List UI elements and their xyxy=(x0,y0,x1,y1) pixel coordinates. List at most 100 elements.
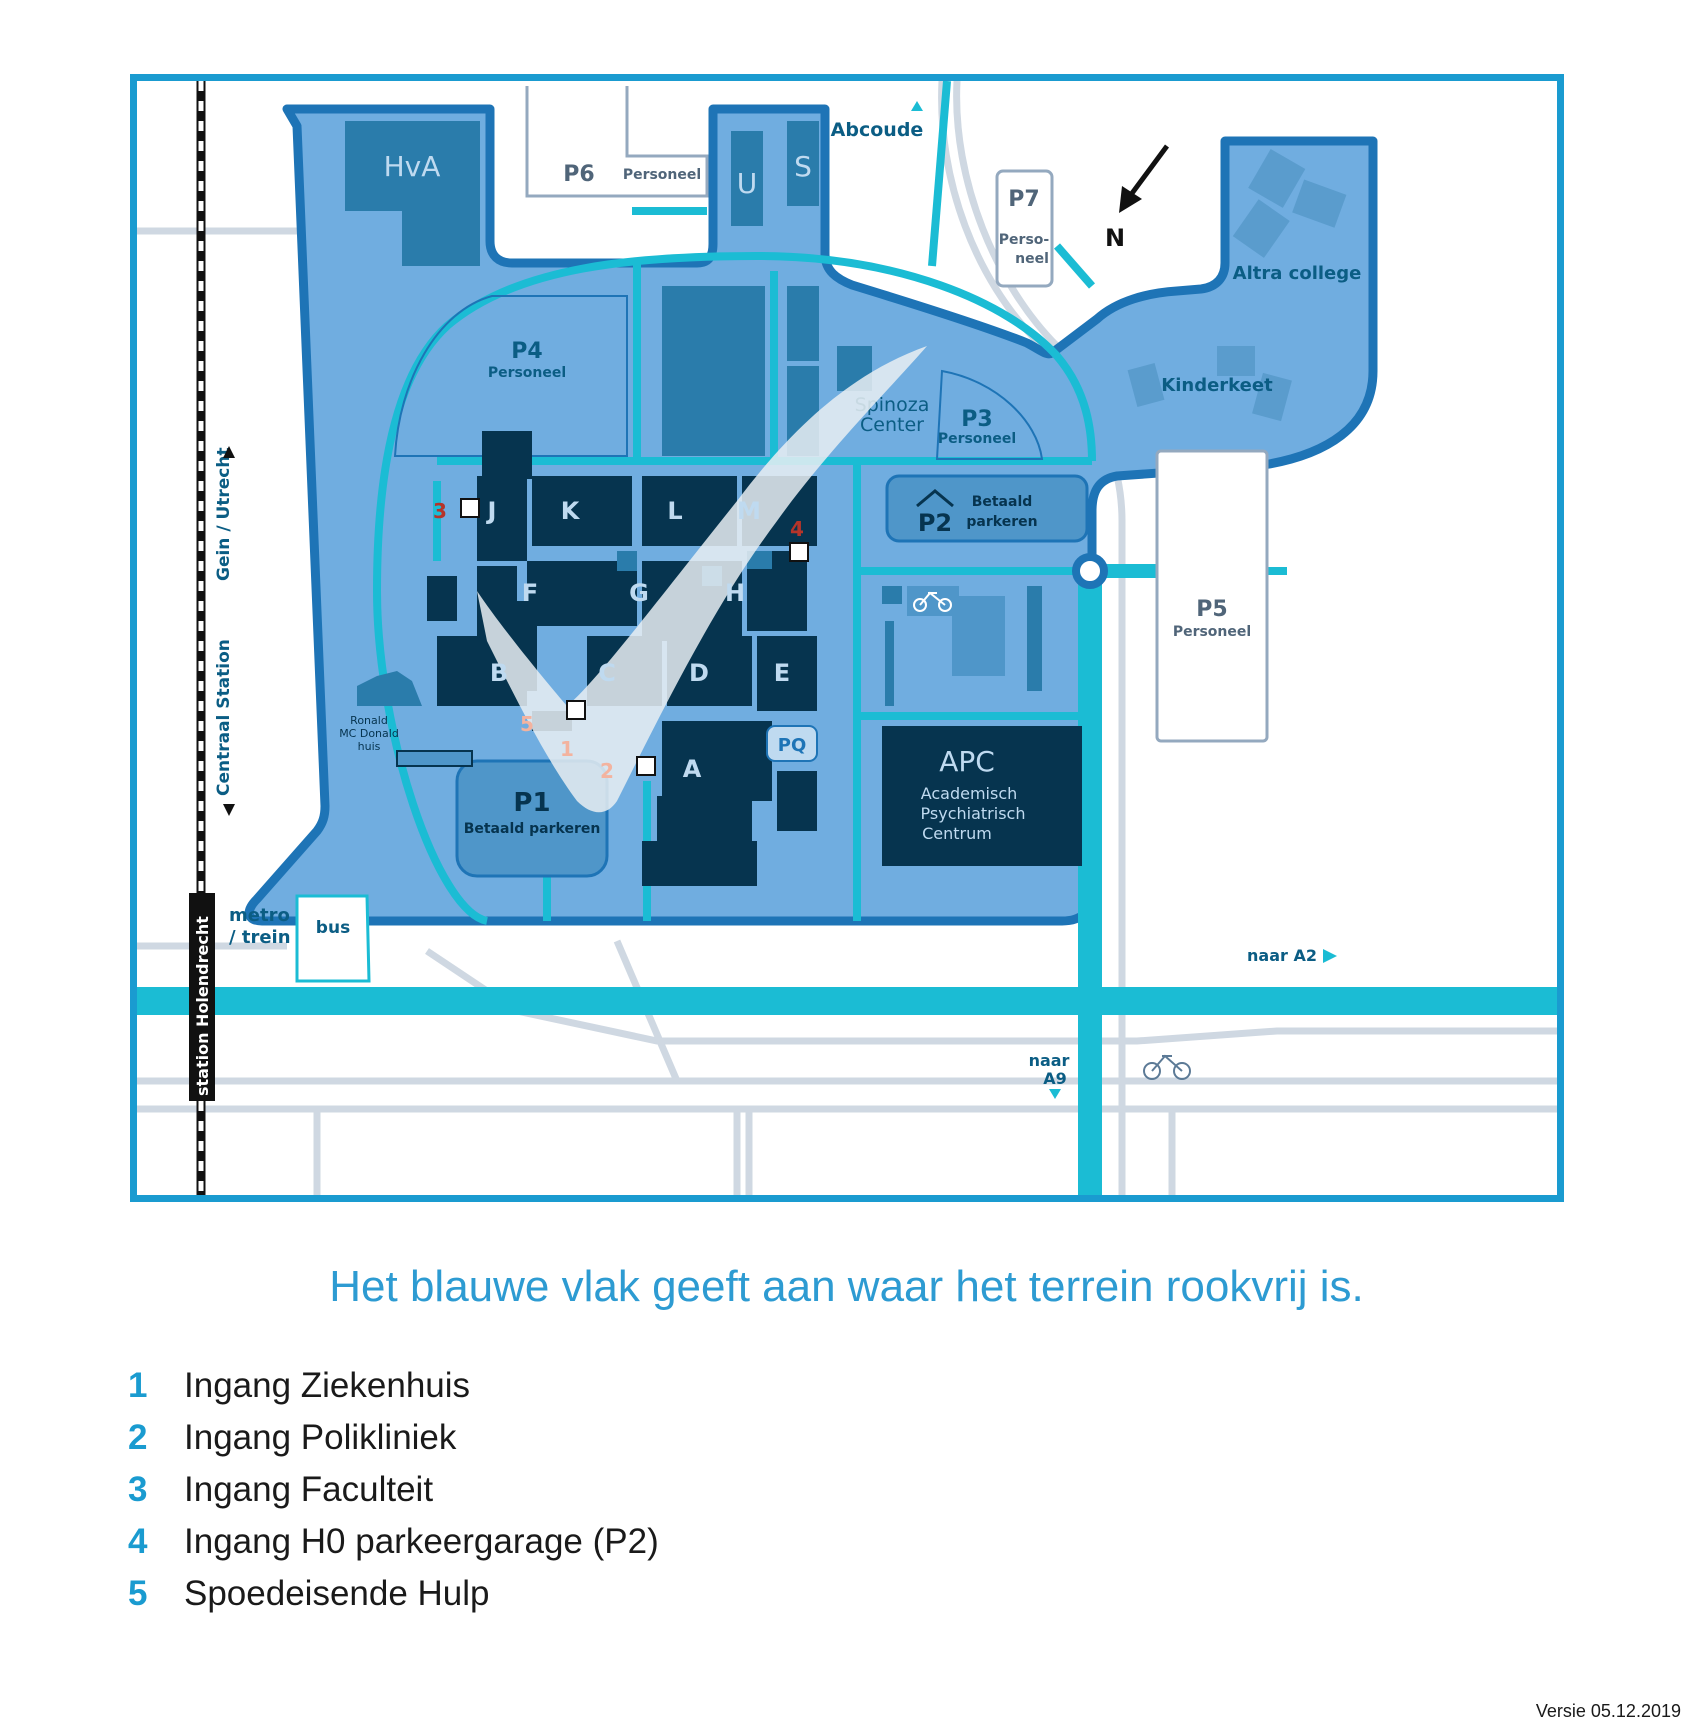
label-north: N xyxy=(1105,224,1125,252)
roundabout xyxy=(1072,553,1108,589)
label-p6: P6 xyxy=(563,162,594,187)
label-apc-sub1: Academisch xyxy=(921,784,1018,803)
label-building-f: F xyxy=(522,579,538,607)
label-u: U xyxy=(737,167,758,200)
label-p2-sub1: Betaald xyxy=(972,494,1033,510)
building-central-2 xyxy=(787,286,819,361)
label-hva: HvA xyxy=(384,150,441,183)
label-p5-sub: Personeel xyxy=(1173,624,1251,640)
label-p1-sub: Betaald parkeren xyxy=(464,821,601,837)
building-hva xyxy=(345,121,480,266)
label-pq: PQ xyxy=(778,735,807,756)
legend-item: 3 Ingang Faculteit xyxy=(128,1464,659,1516)
label-altra: Altra college xyxy=(1233,263,1362,284)
label-building-h: H xyxy=(725,579,745,607)
north-arrow-icon xyxy=(1119,144,1170,213)
label-p7-sub1: Perso- xyxy=(999,232,1050,248)
garage-roof-icon xyxy=(916,489,954,508)
label-apc-sub3: Centrum xyxy=(922,824,992,843)
label-ronald-3: huis xyxy=(358,740,381,753)
label-p4-sub: Personeel xyxy=(488,365,566,381)
building-altra xyxy=(1232,148,1347,258)
arrow-right-icon xyxy=(1323,949,1337,963)
bicycle-icon xyxy=(913,591,952,612)
building-kinderkeet xyxy=(1127,346,1292,422)
label-ronald-2: MC Donald xyxy=(339,727,399,740)
building-ronald xyxy=(357,671,422,706)
legend-label: Spoedeisende Hulp xyxy=(184,1574,490,1613)
legend-item: 2 Ingang Polikliniek xyxy=(128,1412,659,1464)
label-naar-2: A9 xyxy=(1043,1069,1067,1088)
map-entrance-3: 3 xyxy=(433,499,447,523)
ramp xyxy=(396,750,473,767)
label-naar-1: naar xyxy=(1029,1051,1070,1070)
legend-item: 1 Ingang Ziekenhuis xyxy=(128,1360,659,1412)
label-p6-sub: Personeel xyxy=(623,167,701,183)
legend-label: Ingang Polikliniek xyxy=(184,1418,457,1457)
parking-p5 xyxy=(1155,449,1269,743)
label-building-a: A xyxy=(683,755,702,783)
station-sign xyxy=(189,893,215,1101)
legend-number: 2 xyxy=(128,1418,148,1457)
parking-p3 xyxy=(935,369,1044,460)
label-p5: P5 xyxy=(1196,597,1227,622)
label-building-m: M xyxy=(737,497,761,525)
label-kinderkeet: Kinderkeet xyxy=(1161,375,1273,396)
label-spinoza-2: Center xyxy=(860,414,924,436)
label-naar-a2: naar A2 xyxy=(1247,946,1317,965)
map-entrance-1: 1 xyxy=(560,737,574,761)
building-u xyxy=(731,131,763,226)
label-station: station Holendrecht xyxy=(193,916,212,1096)
label-building-b: B xyxy=(490,659,508,687)
arrow-down-a9-icon xyxy=(1049,1089,1061,1099)
map-entrance-4: 4 xyxy=(790,517,804,541)
legend-number: 1 xyxy=(128,1366,148,1405)
label-apc: APC xyxy=(939,745,995,778)
legend-number: 3 xyxy=(128,1470,148,1509)
legend-label: Ingang Faculteit xyxy=(184,1470,434,1509)
parking-p4 xyxy=(393,295,628,457)
map-canvas: HvA P6 Personeel U S Abcoude P7 Perso- n… xyxy=(137,81,1557,1195)
label-centraal-station: Centraal Station xyxy=(214,639,234,796)
building-small-3 xyxy=(952,596,1005,676)
label-building-j: J xyxy=(486,497,497,525)
arrow-up-icon xyxy=(223,446,235,458)
label-ronald-1: Ronald xyxy=(350,714,388,727)
caption: Het blauwe vlak geeft aan waar het terre… xyxy=(329,1262,1364,1311)
label-p7: P7 xyxy=(1008,187,1039,212)
legend-item: 5 Spoedeisende Hulp xyxy=(128,1568,659,1620)
label-s: S xyxy=(794,150,812,183)
label-p3-sub: Personeel xyxy=(938,431,1016,447)
label-p3: P3 xyxy=(961,407,992,432)
checkmark-icon xyxy=(477,346,927,813)
legend-label: Ingang H0 parkeergarage (P2) xyxy=(184,1522,659,1561)
legend-number: 5 xyxy=(128,1574,148,1613)
entrance-icons xyxy=(460,498,809,776)
label-p7-sub2: neel xyxy=(1015,251,1049,267)
building-apc xyxy=(882,726,1082,866)
legend-label: Ingang Ziekenhuis xyxy=(184,1366,471,1405)
label-building-g: G xyxy=(629,579,649,607)
building-small-1 xyxy=(882,586,902,604)
map-entrance-2: 2 xyxy=(600,759,614,783)
parking-p7 xyxy=(995,169,1054,288)
label-metro: metro xyxy=(229,905,290,926)
label-building-d: D xyxy=(689,659,709,687)
label-p2-sub2: parkeren xyxy=(966,514,1037,530)
label-building-l: L xyxy=(667,497,682,525)
label-bus: bus xyxy=(316,918,350,938)
building-central xyxy=(662,286,765,456)
parking-p6 xyxy=(525,101,709,198)
label-building-e: E xyxy=(774,659,790,687)
bus-stop xyxy=(295,894,371,983)
label-apc-sub2: Psychiatrisch xyxy=(921,804,1026,823)
arrow-abcoude-icon xyxy=(911,101,923,111)
bike-lane-icon xyxy=(1143,1054,1191,1080)
building-s xyxy=(787,121,819,206)
label-trein: / trein xyxy=(229,927,291,948)
label-gein-utrecht: Gein / Utrecht xyxy=(214,447,234,581)
label-abcoude: Abcoude xyxy=(831,119,924,141)
label-p4: P4 xyxy=(511,339,542,364)
label-building-k: K xyxy=(561,497,581,525)
